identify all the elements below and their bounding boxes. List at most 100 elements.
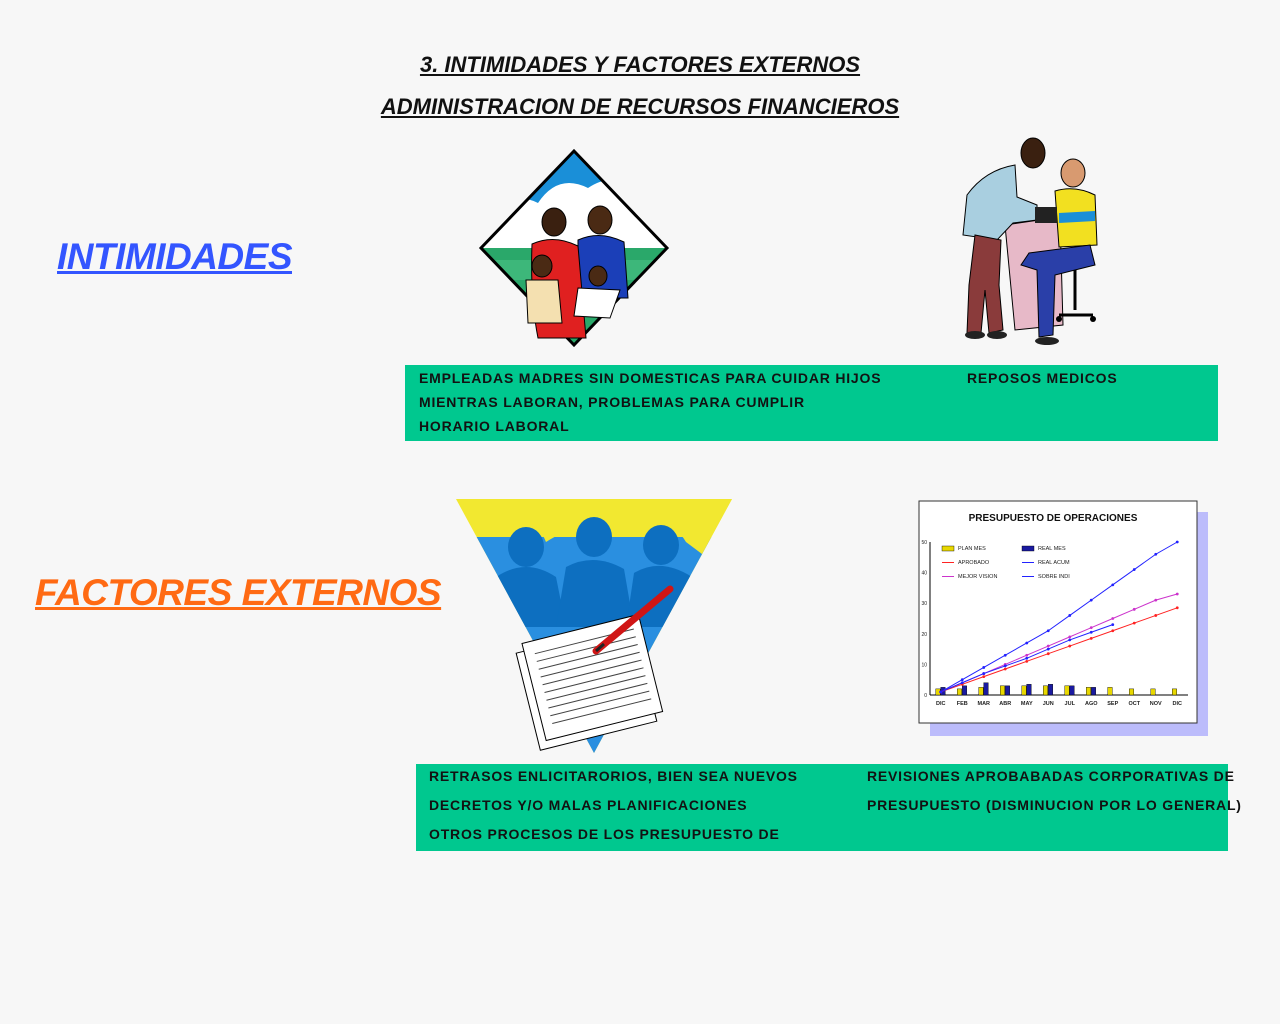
chart-bar [1129,688,1134,696]
chart-bar [983,682,989,696]
chart-y-tick-label: 50 [921,540,927,546]
chart-legend-label: APROBADO [958,560,990,566]
chart-legend-label: SOBRE INDI [1038,574,1070,580]
chart-x-tick-label: OCT [1128,701,1140,707]
chart-point [1154,598,1158,602]
chart-bar [1005,685,1010,696]
meeting-document-icon [456,499,732,753]
page-subtitle: ADMINISTRACION DE RECURSOS FINANCIEROS [380,94,900,119]
chart-bar [1043,685,1048,696]
chart-x-tick-label: JUN [1043,701,1054,707]
chart-point [1068,614,1072,617]
chart-y-tick-label: 30 [921,601,927,607]
chart-point [1089,598,1093,602]
chart-point [1132,568,1136,571]
chart-point [1003,653,1007,657]
chart-x-tick-label: SEP [1107,701,1118,707]
chart-bar [1069,685,1075,696]
chart-bar [962,685,967,696]
chart-x-tick-label: JUL [1065,701,1076,707]
chart-point [982,666,986,669]
chart-point [960,681,964,685]
chart-x-tick-label: NOV [1150,701,1162,707]
family-icon [478,148,670,348]
intimidades-left-line-3: HORARIO LABORAL [419,418,570,434]
intimidades-label: INTIMIDADES [57,236,293,277]
chart-bar [978,687,984,696]
factores-left-line-1: RETRASOS ENLICITARORIOS, BIEN SEA NUEVOS [429,768,798,784]
chart-x-tick-label: MAR [977,701,990,707]
chart-x-tick-label: DIC [936,701,946,707]
chart-x-tick-label: MAY [1021,701,1033,707]
chart-point [1046,647,1050,651]
chart-x-tick-label: ABR [999,701,1011,707]
chart-point [960,678,964,682]
factores-left-line-2: DECRETOS Y/O MALAS PLANIFICACIONES [429,797,748,813]
chart-point [1111,617,1115,620]
chart-bar [1172,688,1177,696]
factores-right-line-1: REVISIONES APROBABADAS CORPORATIVAS DE [867,768,1235,784]
chart-y-tick-label: 20 [921,632,927,638]
chart-x-tick-label: FEB [957,701,968,707]
chart-bar [1091,687,1096,696]
chart-legend-label: REAL MES [1038,546,1066,552]
chart-y-tick-label: 10 [921,662,927,668]
chart-bar [957,688,962,696]
chart-title: PRESUPUESTO DE OPERACIONES [969,513,1138,524]
factores-right-line-2: PRESUPUESTO (DISMINUCION POR LO GENERAL) [867,797,1242,813]
chart-point [1003,667,1007,671]
medical-checkup-icon [962,137,1098,345]
chart-bar [1107,687,1113,696]
chart-legend-swatch [1021,545,1035,552]
chart-point [1003,664,1007,668]
chart-legend: PLAN MES REAL MES APROBADO REAL ACUM MEJOR V… [941,545,1070,580]
chart-bar [1150,688,1156,696]
chart-bar [1086,687,1091,696]
chart-bar [1064,685,1070,696]
factores-externos-label: FACTORES EXTERNOS [35,572,442,613]
chart-y-tick-label: 40 [921,571,927,577]
chart-point [1175,606,1179,610]
chart-legend-label: MEJOR VISION [958,574,997,580]
chart-point [1154,552,1158,556]
chart-point [1132,607,1136,611]
chart-point [1068,644,1072,648]
chart-bar [1021,685,1027,696]
intimidades-left-line-2: MIENTRAS LABORAN, PROBLEMAS PARA CUMPLIR [419,394,805,410]
chart-point [1046,629,1050,633]
chart-series-line [940,607,1178,693]
chart-series-line [940,541,1178,693]
chart-point [1068,635,1072,639]
chart-point [1025,653,1029,657]
page-title: 3. INTIMIDADES Y FACTORES EXTERNOS [419,52,861,77]
chart-x-tick-label: DIC [1173,701,1183,707]
factores-left-line-3: OTROS PROCESOS DE LOS PRESUPUESTO DE [429,826,780,842]
factores-description-box: RETRASOS ENLICITARORIOS, BIEN SEA NUEVOS… [416,764,1241,851]
chart-bar [1000,685,1005,696]
chart-point [1046,644,1050,648]
chart-point [982,672,986,675]
intimidades-description-box: EMPLEADAS MADRES SIN DOMESTICAS PARA CUI… [405,365,1218,441]
chart-point [1111,623,1115,627]
chart-legend-swatch [941,545,955,552]
chart-point [1025,641,1029,645]
chart-y-tick-label: 0 [924,693,927,699]
chart-point [1154,614,1158,617]
chart-point [1111,629,1115,633]
chart-point [1132,621,1136,625]
chart-bar [1048,684,1053,696]
chart-point [1068,638,1072,642]
chart-legend-label: REAL ACUM [1038,560,1070,566]
chart-point [982,675,986,679]
chart-point [939,690,943,694]
chart-point [1025,656,1029,660]
chart-point [1025,659,1029,663]
chart-point [1175,540,1179,544]
chart-legend-label: PLAN MES [958,546,986,552]
intimidades-right-line-1: REPOSOS MEDICOS [967,370,1118,386]
chart-point [1089,636,1093,640]
chart-bar [1026,684,1032,696]
chart-point [1175,592,1179,596]
chart-point [1089,626,1093,630]
